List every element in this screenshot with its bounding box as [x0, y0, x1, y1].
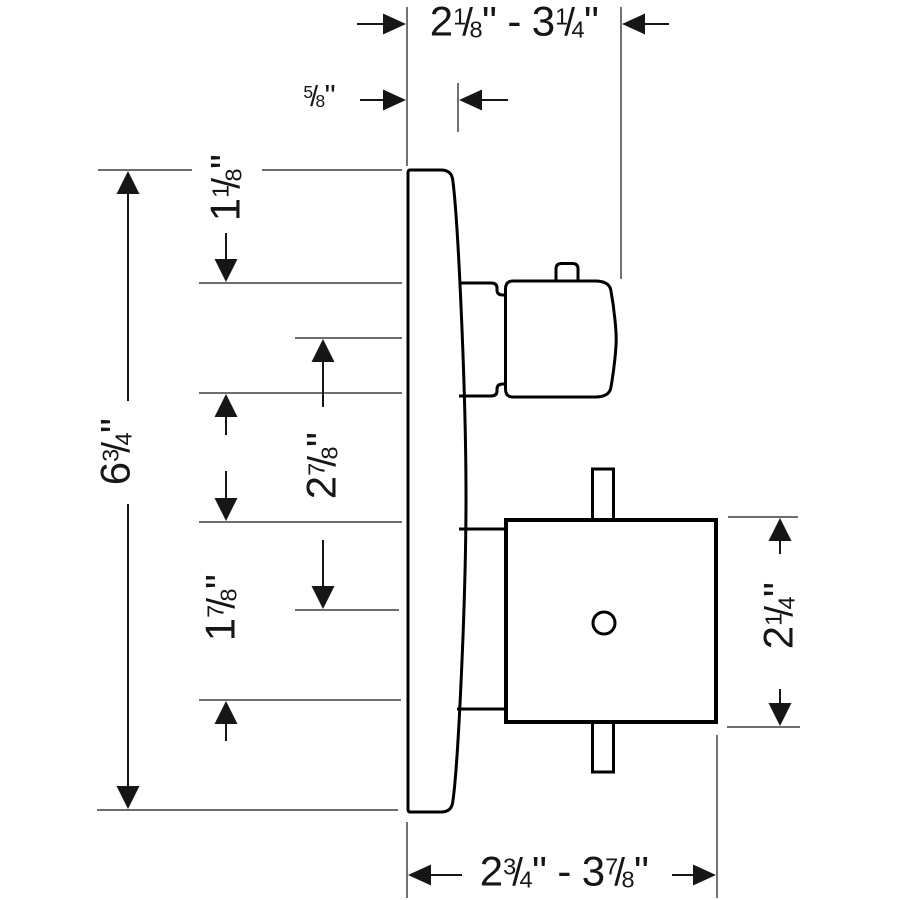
arrow-right-icon	[383, 13, 406, 35]
dim-handle-box-gap	[214, 394, 238, 521]
arrow-right-icon	[383, 89, 406, 111]
wall-plate-outline	[406, 168, 468, 814]
dim-label-bottom-width: 23/4" - 37/8"	[479, 847, 649, 895]
dimension-graphics	[116, 13, 792, 886]
dim-label-center-spacing: 27/8"	[297, 432, 345, 500]
dim-plate-height	[116, 171, 140, 809]
volume-box-top-stem	[591, 467, 615, 524]
arrow-down-icon	[214, 498, 238, 521]
arrow-down-icon	[116, 786, 140, 809]
dim-label-plate-height: 63/4"	[91, 418, 139, 486]
handle-collar-top	[459, 281, 507, 297]
arrow-left-icon	[622, 13, 645, 35]
dim-top-width	[357, 13, 669, 35]
temperature-handle-outline	[504, 279, 618, 399]
arrow-left-icon	[459, 89, 482, 111]
arrow-down-icon	[768, 703, 792, 726]
dim-top-offset	[214, 233, 238, 282]
dim-label-plate-projection: 5/8"	[303, 78, 336, 114]
arrow-left-icon	[408, 864, 431, 886]
arrow-down-icon	[311, 586, 335, 609]
arrow-up-icon	[214, 701, 238, 724]
valve-trim-profile	[406, 168, 718, 814]
dim-plate-projection	[360, 89, 508, 111]
arrow-right-icon	[693, 864, 716, 886]
dim-label-control-height: 21/4"	[754, 582, 802, 650]
volume-box-screw-hole	[591, 610, 617, 636]
extension-lines	[97, 7, 800, 898]
dim-control-height	[768, 518, 792, 726]
handle-collar-bottom	[459, 382, 507, 398]
dim-label-lower-offset: 17/8"	[196, 574, 244, 642]
volume-box-bottom-stem	[591, 719, 615, 774]
dim-label-top-width: 21/8" - 31/4"	[429, 0, 599, 45]
dim-label-top-offset: 11/8"	[201, 154, 249, 222]
dim-center-spacing	[311, 339, 335, 609]
handle-index-tab	[554, 262, 580, 284]
dim-lower-offset	[214, 701, 238, 741]
dim-bottom-width	[408, 864, 716, 886]
arrow-up-icon	[214, 394, 238, 417]
arrow-up-icon	[116, 171, 140, 194]
arrow-down-icon	[214, 259, 238, 282]
arrow-up-icon	[768, 518, 792, 541]
arrow-up-icon	[311, 339, 335, 362]
